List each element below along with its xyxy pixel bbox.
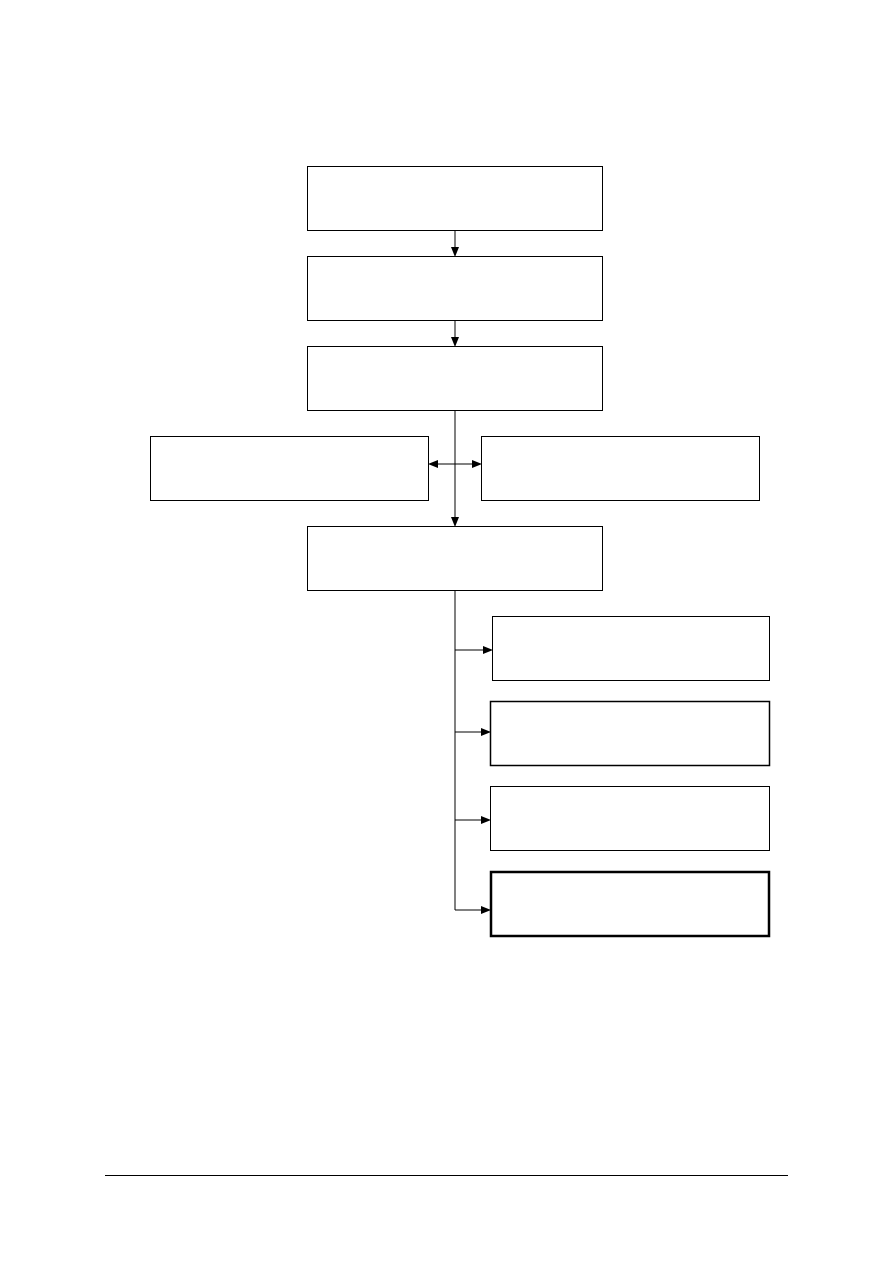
node-box-right-frame — [481, 436, 760, 501]
flow-node-box-2 — [307, 256, 603, 321]
flow-node-box-right — [481, 436, 760, 501]
node-branch-3-frame — [490, 786, 770, 851]
flow-node-branch-3 — [490, 786, 770, 851]
node-box-left-frame — [150, 436, 429, 501]
node-box-1-frame — [307, 166, 603, 231]
node-box-4-frame — [307, 526, 603, 591]
node-box-2-frame — [307, 256, 603, 321]
flow-node-branch-4 — [489, 870, 771, 938]
flow-node-box-left — [150, 436, 429, 501]
flow-node-branch-1 — [492, 616, 770, 681]
node-branch-1-frame — [492, 616, 770, 681]
flow-node-box-1 — [307, 166, 603, 231]
flow-node-box-3 — [307, 346, 603, 411]
flow-node-box-4 — [307, 526, 603, 591]
node-box-3-frame — [307, 346, 603, 411]
node-branch-2-frame — [489, 700, 771, 767]
flow-node-branch-2 — [489, 700, 771, 767]
node-branch-4-frame — [489, 870, 771, 938]
